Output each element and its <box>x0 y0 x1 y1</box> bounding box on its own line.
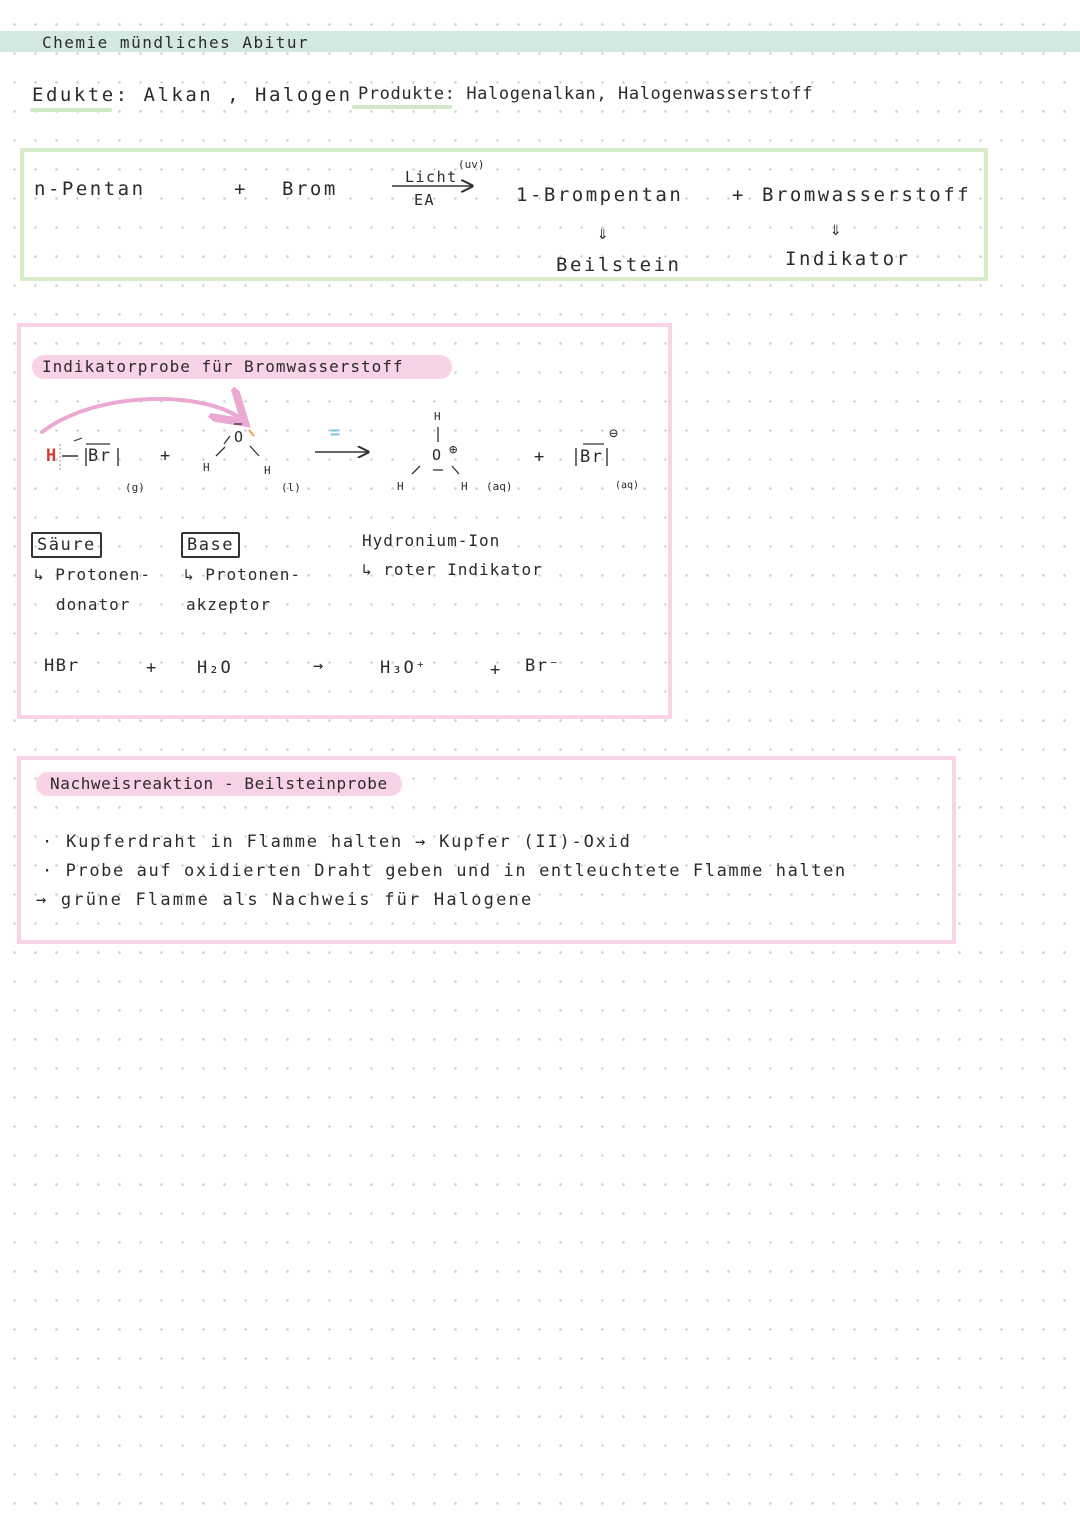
state-gas: (g) <box>125 481 145 494</box>
product-bromwasserstoff: Bromwasserstoff <box>762 184 972 206</box>
base-label: Base <box>181 532 240 558</box>
edukte-line: Edukte: Alkan , Halogen <box>32 84 353 106</box>
plus-sign: + <box>234 178 248 200</box>
hydrogen-atom: H <box>46 446 58 466</box>
saeure-desc-1: ↳ Protonen- <box>34 565 151 584</box>
plus-sign: + <box>146 658 158 678</box>
produkte-underline <box>352 105 452 109</box>
beilstein-step-2: · Probe auf oxidierten Draht geben und i… <box>42 861 847 881</box>
beilstein-step-1: · Kupferdraht in Flamme halten → Kupfer … <box>42 832 632 852</box>
saeure-desc-2: donator <box>56 595 131 614</box>
hydronium-desc: ↳ roter Indikator <box>362 560 543 579</box>
state-aqueous: (aq) <box>615 480 640 491</box>
indicator-box <box>17 323 672 719</box>
reaction-box <box>20 148 988 281</box>
bromine-atom: Br <box>88 446 112 466</box>
equation-h3o: H₃O⁺ <box>380 658 427 678</box>
positive-charge-icon: ⊕ <box>449 442 458 458</box>
reactant-brom: Brom <box>282 178 338 200</box>
plus-sign: + <box>534 447 546 467</box>
state-aqueous: (aq) <box>486 480 513 493</box>
beilstein-title: Nachweisreaktion - Beilsteinprobe <box>50 774 388 793</box>
plus-sign: + <box>732 184 746 206</box>
hydronium-label: Hydronium-Ion <box>362 531 501 550</box>
base-desc-2: akzeptor <box>186 595 272 614</box>
hydrogen-atom: H <box>264 464 271 477</box>
arrow-label-uv: (uv) <box>458 158 485 171</box>
plus-sign: + <box>490 660 502 680</box>
arrow-label-licht: Licht <box>405 168 458 186</box>
indicator-title-highlight <box>32 355 452 379</box>
reactant-n-pentan: n-Pentan <box>34 178 146 200</box>
indicator-title: Indikatorprobe für Bromwasserstoff <box>42 357 404 376</box>
arrow-label-ea: EA <box>414 191 436 209</box>
hydrogen-atom: H <box>434 410 441 423</box>
hydrogen-atom: H <box>397 480 404 493</box>
equation-arrow-icon: → <box>313 656 325 676</box>
equation-hbr: HBr <box>44 656 80 676</box>
plus-sign: + <box>160 446 172 466</box>
beilstein-conclusion: → grüne Flamme als Nachweis für Halogene <box>36 890 534 910</box>
base-desc-1: ↳ Protonen- <box>184 565 301 584</box>
down-arrow-icon: ⇓ <box>597 222 611 244</box>
equation-br: Br⁻ <box>525 656 561 676</box>
beilstein-title-highlight <box>36 772 402 796</box>
hydrogen-atom: H <box>203 461 210 474</box>
equilibrium-mark: = <box>330 423 342 443</box>
bromine-atom: Br <box>580 447 604 467</box>
equation-h2o: H₂O <box>197 658 233 678</box>
down-arrow-icon: ⇓ <box>830 218 844 240</box>
oxygen-atom: O <box>432 446 443 464</box>
saeure-label: Säure <box>31 532 102 558</box>
hydrogen-atom: H <box>461 480 468 493</box>
edukte-underline <box>30 108 112 112</box>
page-title: Chemie mündliches Abitur <box>42 33 310 52</box>
test-indikator: Indikator <box>785 248 911 270</box>
header-bar <box>0 31 1080 52</box>
beilstein-box <box>17 756 956 944</box>
state-liquid: (l) <box>281 481 301 494</box>
oxygen-atom: O <box>234 428 245 446</box>
product-1-brompentan: 1-Brompentan <box>516 184 684 206</box>
produkte-line: Produkte: Halogenalkan, Halogenwassersto… <box>358 84 814 104</box>
negative-charge-icon: ⊖ <box>609 424 619 442</box>
test-beilstein: Beilstein <box>556 254 682 276</box>
